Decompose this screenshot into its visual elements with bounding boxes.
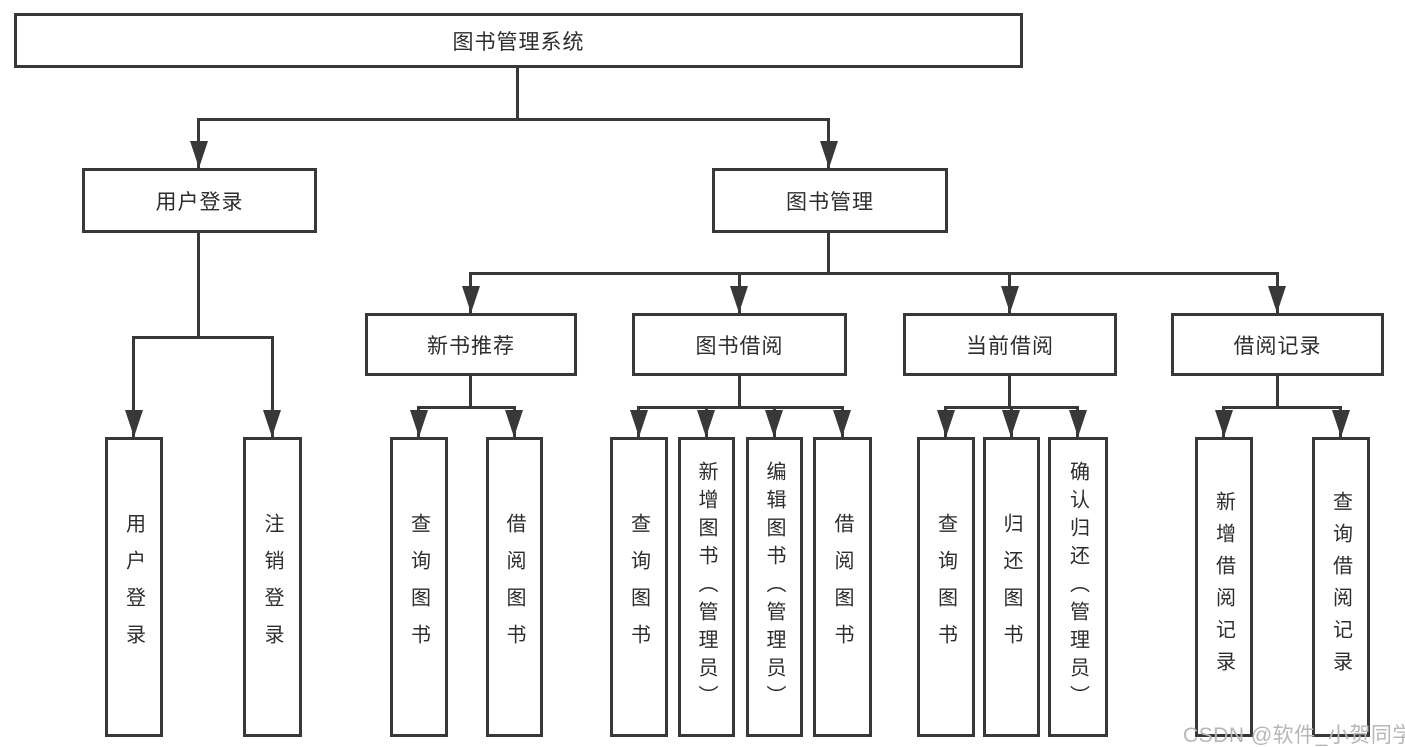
leaf-return-books: 归还图书 [983,437,1040,737]
connector-line [1008,376,1011,406]
connector-line [516,68,519,118]
node-new-book-recommend: 新书推荐 [365,313,577,376]
connector-line [827,233,830,275]
leaf-confirm-return-admin: 确认归还（管理员） [1048,437,1108,737]
arrow-down-icon [410,410,428,437]
node-book-borrow: 图书借阅 [632,313,847,376]
connector-line [1222,406,1342,409]
connector-line [417,406,516,409]
leaf-query-borrow-record: 查询借阅记录 [1312,437,1370,737]
leaf-logout: 注销登录 [243,437,302,737]
leaf-user-login: 用户登录 [105,437,163,737]
connector-line [271,336,274,437]
leaf-query-books-2: 查询图书 [610,437,668,737]
arrow-down-icon [820,141,838,168]
leaf-add-borrow-record: 新增借阅记录 [1195,437,1253,737]
leaf-add-books-admin: 新增图书（管理员） [678,437,735,737]
arrow-down-icon [1332,410,1350,437]
node-root: 图书管理系统 [14,13,1023,68]
node-book-management: 图书管理 [712,168,948,233]
connector-line [637,406,844,409]
arrow-down-icon [263,410,281,437]
arrow-down-icon [937,410,955,437]
arrow-down-icon [190,141,208,168]
arrow-down-icon [1002,410,1020,437]
leaf-borrow-books-1: 借阅图书 [486,437,543,737]
arrow-down-icon [833,410,851,437]
arrow-down-icon [730,286,748,313]
leaf-edit-books-admin: 编辑图书（管理员） [746,437,803,737]
connector-line [469,272,1279,275]
arrow-down-icon [1069,410,1087,437]
arrow-down-icon [630,410,648,437]
node-current-borrow: 当前借阅 [903,313,1117,376]
arrow-down-icon [697,410,715,437]
leaf-query-books-3: 查询图书 [917,437,975,737]
csdn-watermark: CSDN @软件_小贺同学 [1183,724,1405,747]
arrow-down-icon [462,286,480,313]
connector-line [197,233,200,336]
connector-line [738,376,741,406]
leaf-borrow-books-2: 借阅图书 [813,437,872,737]
arrow-down-icon [125,410,143,437]
arrow-down-icon [1268,286,1286,313]
connector-line [1276,376,1279,406]
node-user-login: 用户登录 [82,168,317,233]
connector-line [469,376,472,406]
leaf-query-books-1: 查询图书 [390,437,448,737]
arrow-down-icon [1001,286,1019,313]
connector-line [132,336,135,437]
node-borrow-records: 借阅记录 [1171,313,1384,376]
arrow-down-icon [765,410,783,437]
arrow-down-icon [1215,410,1233,437]
connector-line [197,118,830,121]
arrow-down-icon [505,410,523,437]
connector-line [132,336,274,339]
